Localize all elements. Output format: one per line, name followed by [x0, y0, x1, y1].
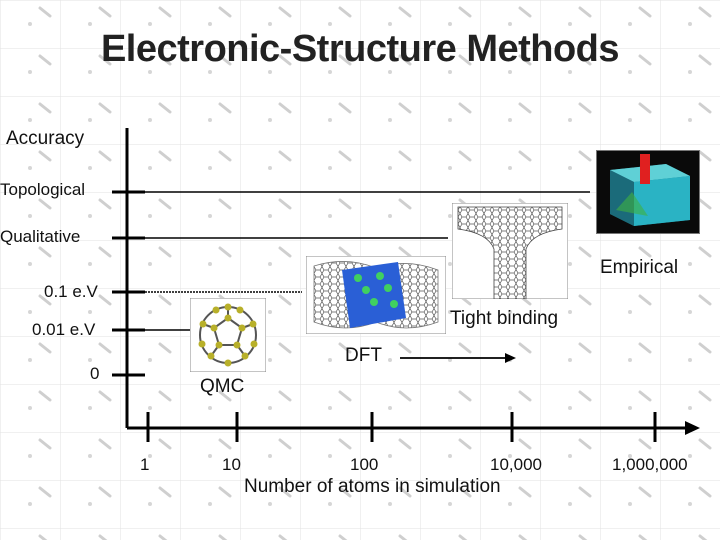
y-axis-label: Accuracy [6, 128, 85, 149]
level-label-zero: 0 [90, 364, 100, 383]
x-tick-label-10: 10 [222, 455, 241, 474]
empirical-simulation-image [596, 150, 700, 234]
x-tick-label-100: 100 [350, 455, 379, 474]
page-title: Electronic-Structure Methods [100, 28, 620, 70]
dft-image [306, 256, 446, 334]
level-label-01ev: 0.1 e.V [44, 282, 98, 301]
dft-arrowhead [505, 353, 516, 363]
nanotube-image [452, 203, 568, 299]
x-axis-label: Number of atoms in simulation [244, 476, 501, 497]
x-axis-arrowhead [685, 421, 700, 435]
x-tick-label-10000: 10,000 [490, 455, 542, 474]
method-label-empirical: Empirical [600, 257, 679, 278]
level-label-topological: Topological [0, 180, 86, 199]
method-label-dft: DFT [345, 345, 382, 366]
method-label-qmc: QMC [200, 376, 245, 397]
x-tick-label-1: 1 [140, 455, 150, 474]
x-tick-label-1000000: 1,000,000 [612, 455, 688, 474]
fullerene-image [190, 298, 266, 372]
level-label-qualitative: Qualitative [0, 227, 81, 246]
method-label-tight-binding: Tight binding [450, 308, 559, 329]
level-label-001ev: 0.01 e.V [32, 320, 96, 339]
